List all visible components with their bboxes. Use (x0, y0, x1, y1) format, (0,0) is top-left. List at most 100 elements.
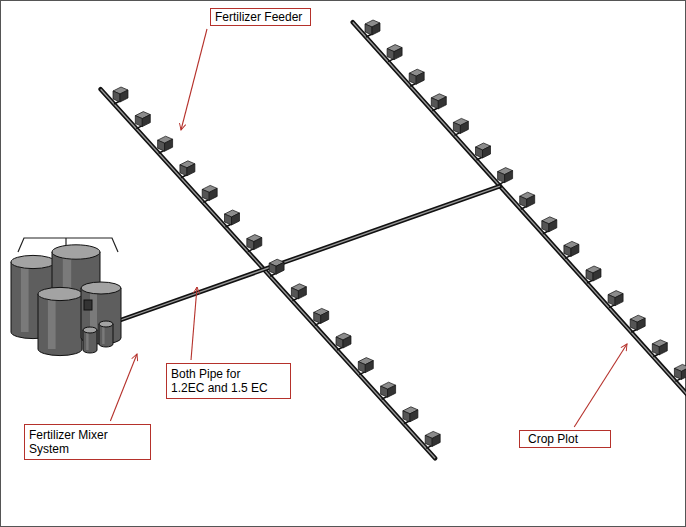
feeder-front (586, 270, 593, 281)
fertilizer-feeder (586, 266, 601, 283)
fertilizer-feeder (247, 235, 262, 252)
fertilizer-feeder (425, 431, 440, 448)
feeder-side (549, 220, 557, 232)
feeder-side (432, 434, 440, 446)
fertilizer-feeder (403, 407, 418, 424)
fertilizer-feeder (476, 143, 491, 160)
fertilizer-feeder (381, 382, 396, 399)
fertilizer-feeder (630, 315, 645, 332)
callout-box: Fertilizer Mixer System (24, 424, 151, 460)
feeder-front (336, 337, 343, 348)
feeder-front (674, 368, 681, 379)
fertilizer-feeder (113, 87, 128, 104)
feeder-group (113, 20, 686, 448)
fertilizer-feeder (358, 358, 373, 375)
leader-line (574, 344, 627, 427)
feeder-side (410, 410, 418, 422)
feeder-front (652, 344, 659, 355)
fertilizer-feeder (608, 291, 623, 308)
feeder-front (403, 411, 410, 422)
mixing-tank-shade (21, 262, 29, 332)
main-pipe (115, 186, 500, 322)
main-pipe-core (115, 186, 500, 322)
feeder-front (269, 263, 276, 274)
leader-line (110, 354, 137, 421)
mixing-tank-top (38, 287, 82, 300)
feeder-side (321, 311, 329, 323)
feeder-side (209, 188, 217, 200)
fertilizer-feeder (314, 308, 329, 325)
fertilizer-feeder (674, 364, 686, 381)
feeder-side (388, 385, 396, 397)
feeder-front (113, 91, 120, 102)
feeder-front (431, 98, 438, 109)
feeder-side (416, 72, 424, 84)
feeder-side (394, 48, 402, 60)
feeder-side (483, 146, 491, 158)
fertilizer-feeder (202, 185, 217, 202)
feeder-front (314, 312, 321, 323)
fertilizer-feeder (269, 259, 284, 276)
feeder-side (365, 361, 373, 373)
feeder-side (120, 90, 128, 102)
mixing-tank-top (52, 245, 100, 259)
feeder-front (425, 435, 432, 446)
feeder-side (681, 367, 686, 379)
control-panel (84, 300, 92, 310)
callout-box: Both Pipe for 1.2EC and 1.5 EC (166, 363, 291, 399)
feeder-front (630, 319, 637, 330)
fertilizer-feeder (652, 340, 667, 357)
fertilizer-feeder (542, 217, 557, 234)
fertilizer-feeder (498, 168, 513, 185)
feeder-side (254, 238, 262, 250)
feeder-front (291, 288, 298, 299)
feeder-side (460, 121, 468, 133)
feeder-side (637, 318, 645, 330)
feeder-side (571, 244, 579, 256)
feeder-side (343, 336, 351, 348)
feeder-front (158, 140, 165, 151)
feeder-side (615, 294, 623, 306)
feeder-side (659, 343, 667, 355)
dosing-tank-top (83, 327, 97, 333)
feeder-front (498, 172, 505, 183)
feeder-side (276, 262, 284, 274)
feeder-side (527, 195, 535, 207)
dosing-tank (99, 321, 113, 347)
mixing-tank-shade (48, 294, 56, 349)
pipe-group (101, 22, 686, 458)
callout-label: Crop Plot (528, 432, 602, 446)
feeder-side (142, 115, 150, 127)
crop-row-pipe (353, 22, 686, 411)
fertilizer-feeder (180, 161, 195, 178)
crop-row-pipe (101, 89, 436, 458)
feeder-front (247, 239, 254, 250)
fertilizer-feeder (158, 136, 173, 153)
fertilizer-feeder (225, 210, 240, 227)
callout-label: Fertilizer Mixer System (29, 428, 129, 456)
fertilizer-feeder (453, 118, 468, 135)
fertilizer-feeder (387, 45, 402, 62)
feeder-side (187, 164, 195, 176)
feeder-front (365, 24, 372, 35)
feeder-side (438, 97, 446, 109)
feeder-front (542, 221, 549, 232)
mixing-tank-top (11, 255, 55, 268)
feeder-front (381, 386, 388, 397)
mixing-tank-body (38, 294, 82, 356)
mixer-group (11, 238, 121, 356)
leader-group (110, 29, 627, 427)
fertilizer-feeder (135, 112, 150, 129)
callout-box: Crop Plot (519, 430, 611, 448)
feeder-front (476, 147, 483, 158)
feeder-front (387, 49, 394, 60)
callout-label: Fertilizer Feeder (215, 10, 306, 24)
feeder-side (165, 139, 173, 151)
leader-line (181, 29, 207, 130)
crop-row-pipe-core (353, 22, 686, 411)
feeder-front (608, 295, 615, 306)
leader-line (191, 287, 197, 360)
feeder-front (409, 73, 416, 84)
